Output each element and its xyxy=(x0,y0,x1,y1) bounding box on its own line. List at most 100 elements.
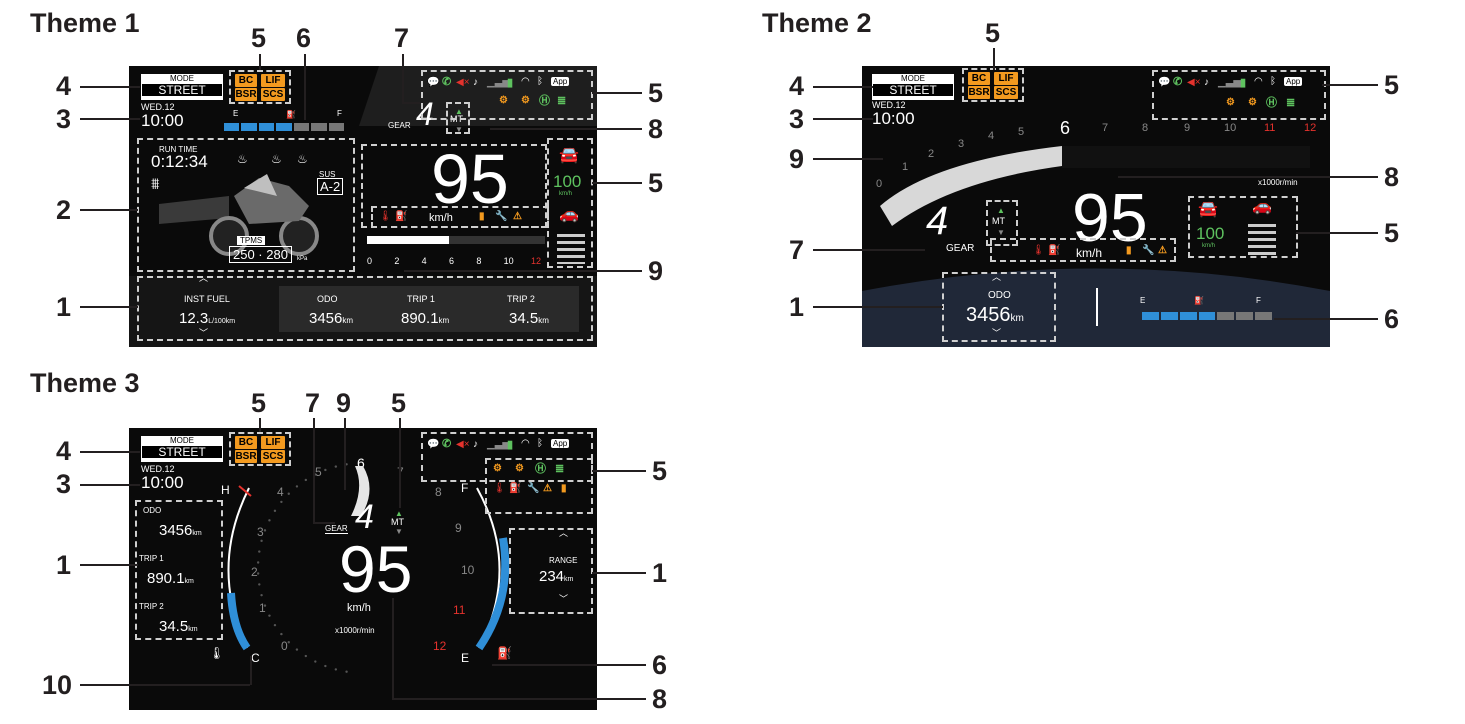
cruise-frame xyxy=(547,138,593,268)
fuel-empty-label: E xyxy=(461,651,469,665)
rpm-dot xyxy=(334,668,338,671)
vehicle-ahead-icon: 🚗 xyxy=(559,206,579,223)
phone-icon: ✆ xyxy=(1173,76,1183,88)
message-icon: 💬 xyxy=(427,77,440,88)
callout-t2-5a: 5 xyxy=(985,18,1001,48)
date-display: WED.12 xyxy=(872,100,906,110)
rpm-dot xyxy=(295,648,299,651)
badge-lif: LIF xyxy=(261,436,285,449)
theme2-screen: MODE STREET WED.12 10:00 BC LIF BSR SCS … xyxy=(862,66,1330,347)
general-warning-icon: ⚠ xyxy=(513,211,522,222)
message-icon: 💬 xyxy=(427,439,440,450)
mt-indicator: MT xyxy=(391,517,404,527)
callout-t3-1b: 1 xyxy=(652,558,668,588)
abs-off-icon: ⚙ xyxy=(521,95,530,106)
theme3-gauges: 0123456789101112HCFE xyxy=(221,455,510,673)
hill-hold-icon: Ⓗ xyxy=(1266,97,1277,109)
rpm-tick-label: 7 xyxy=(397,465,404,479)
shift-down-arrow-icon: ▼ xyxy=(455,125,463,134)
battery-icon: ▮ xyxy=(507,77,514,89)
rpm-tick-label: 12 xyxy=(1304,122,1317,134)
trip-panel-frame xyxy=(135,500,223,640)
rpm-tick-label: 6 xyxy=(1060,118,1071,138)
traction-off-icon: ⚙ xyxy=(493,463,502,474)
rpm-tick-label: 8 xyxy=(1142,122,1149,134)
fuel-segment xyxy=(241,123,257,131)
message-icon: 💬 xyxy=(1158,77,1171,88)
fuel-pump-icon: ⛽ xyxy=(1194,296,1204,305)
cruise-unit: km/h xyxy=(1202,243,1216,249)
fuel-segment xyxy=(1198,312,1216,320)
bluetooth-icon: ᛒ xyxy=(537,76,543,87)
mode-indicator: MODE STREET xyxy=(141,436,223,462)
tpms-label: TPMS xyxy=(237,236,266,245)
callout-t3-9: 9 xyxy=(336,388,352,418)
trip1-value: 890.1km xyxy=(401,310,450,327)
rpm-dot xyxy=(345,463,348,466)
fuel-segment xyxy=(224,123,240,131)
trip2-label: TRIP 2 xyxy=(139,602,164,611)
scroll-up-icon: ︿ xyxy=(992,272,1002,282)
shift-down-arrow-icon: ▼ xyxy=(395,527,403,536)
odo-label: ODO xyxy=(317,294,338,304)
rpm-tick-label: 4 xyxy=(277,485,284,499)
range-label: RANGE xyxy=(549,556,578,565)
badge-lif: LIF xyxy=(994,72,1018,85)
adaptive-cruise-icon: 🚘 xyxy=(1198,201,1218,218)
trip1-label: TRIP 1 xyxy=(407,294,435,304)
rpm-dot xyxy=(314,660,317,663)
assist-badges-frame xyxy=(229,70,291,104)
app-icon: App xyxy=(551,439,570,448)
phone-icon: ✆ xyxy=(442,438,452,450)
fuel-segment xyxy=(1217,312,1235,320)
signal-icon: ▁▃▅ xyxy=(1218,77,1242,88)
fuel-gauge-fill xyxy=(475,537,510,651)
coolant-temp-icon: 🌡 xyxy=(209,646,225,660)
shift-up-arrow-icon: ▲ xyxy=(997,206,1005,215)
service-icon: 🔧 xyxy=(1142,245,1155,256)
rpm-tick-label: 2 xyxy=(251,565,258,579)
gear-label: GEAR xyxy=(325,524,348,534)
callout-t2-7: 7 xyxy=(789,235,805,265)
fuel-pump-icon: ⛽ xyxy=(286,110,296,119)
rpm-tick-label: 4 xyxy=(421,256,427,266)
traction-off-icon: ⚙ xyxy=(499,95,508,106)
clock-display: 10:00 xyxy=(141,473,184,492)
vehicle-ahead-icon: 🚗 xyxy=(1252,198,1272,215)
general-warning-icon: ⚠ xyxy=(1158,245,1167,256)
inst-fuel-label: INST FUEL xyxy=(184,294,230,304)
callout-t3-5a: 5 xyxy=(251,388,267,418)
fuel-segment xyxy=(1255,312,1272,320)
callout-t2-6: 6 xyxy=(1384,304,1400,334)
rpm-tick-label: 7 xyxy=(1102,122,1109,134)
callout-t1-4: 4 xyxy=(56,71,72,101)
gear-label: GEAR xyxy=(388,121,411,130)
badge-bc: BC xyxy=(235,436,257,449)
rpm-dot xyxy=(273,623,277,627)
gear-indicator: 4 xyxy=(355,498,374,536)
clock-display: 10:00 xyxy=(872,109,915,128)
rpm-tick-label: 0 xyxy=(367,256,373,266)
hill-hold-icon: Ⓗ xyxy=(535,463,546,475)
status-icons-frame xyxy=(421,432,593,482)
headset-icon: ♪ xyxy=(1204,77,1209,88)
callout-t3-3: 3 xyxy=(56,469,72,499)
callout-t2-1: 1 xyxy=(789,292,805,322)
auto-headlight-icon: ≣ xyxy=(1286,97,1296,109)
rpm-tick-label: 2 xyxy=(928,148,935,160)
rpm-tick-label: 12 xyxy=(531,256,542,266)
shift-up-arrow-icon: ▲ xyxy=(395,509,403,518)
mute-icon: ◀× xyxy=(456,439,470,450)
speed-display: 95 xyxy=(1072,180,1148,256)
coolant-temp-warning-icon: 🌡 xyxy=(493,483,506,494)
rpm-dot xyxy=(260,539,263,543)
rpm-dot xyxy=(287,492,290,495)
rpm-tick-label: 6 xyxy=(357,455,365,471)
auto-headlight-icon: ≣ xyxy=(555,463,565,475)
badge-scs: SCS xyxy=(261,450,285,463)
rpm-tick-label: 11 xyxy=(1264,122,1276,134)
scroll-down-icon: ﹀ xyxy=(559,594,569,604)
clock-display: 10:00 xyxy=(141,111,184,130)
theme2-title: Theme 2 xyxy=(762,8,872,38)
